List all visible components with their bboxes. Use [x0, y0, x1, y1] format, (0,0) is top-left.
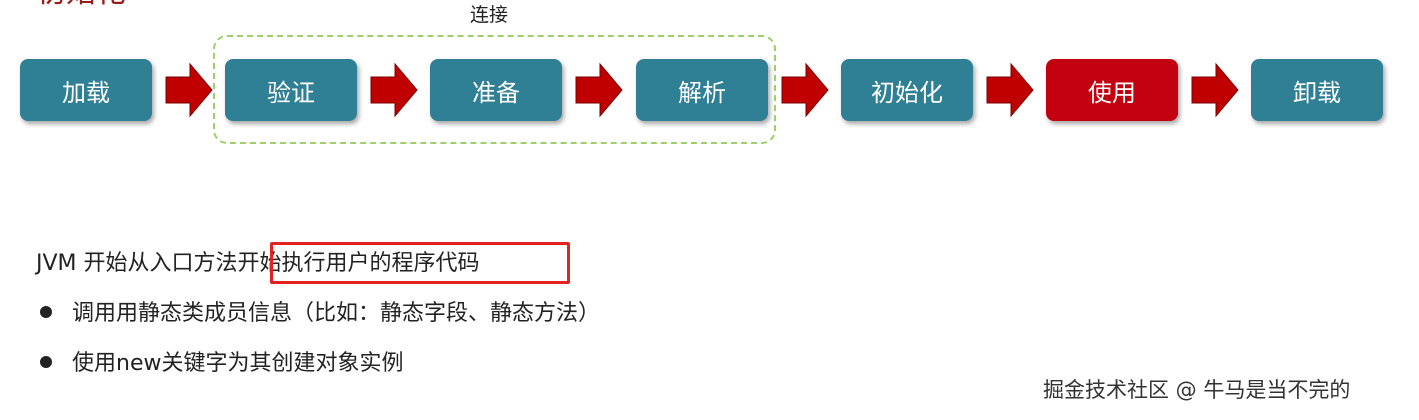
page-title: 初始化 [36, 0, 126, 8]
watermark: 掘金技术社区 @ 牛马是当不完的 [1043, 378, 1351, 402]
arrow-right-icon [1191, 62, 1239, 118]
stage-resolve: 解析 [636, 59, 768, 121]
highlight-box [270, 242, 570, 284]
arrow-right-icon [781, 62, 829, 118]
list-item: 使用new关键字为其创建对象实例 [40, 348, 403, 380]
stage-prepare: 准备 [430, 59, 562, 121]
connect-group-label: 连接 [470, 4, 509, 26]
bullet-icon [40, 356, 52, 368]
connect-group-box [213, 35, 776, 144]
arrow-right-icon [986, 62, 1034, 118]
stage-use: 使用 [1046, 59, 1178, 121]
stage-verify: 验证 [225, 59, 357, 121]
arrow-right-icon [165, 62, 213, 118]
arrow-right-icon [575, 62, 623, 118]
statement-highlighted: 开始执行用户的程序代码 [237, 251, 480, 276]
arrow-right-icon [370, 62, 418, 118]
statement: JVM 开始从入口方法开始执行用户的程序代码 [36, 248, 480, 280]
bullet-icon [40, 306, 52, 318]
stage-load: 加载 [20, 59, 152, 121]
list-item: 调用用静态类成员信息（比如：静态字段、静态方法） [40, 298, 600, 330]
stage-unload: 卸载 [1251, 59, 1383, 121]
statement-prefix: JVM 开始从入口方法 [36, 251, 238, 276]
bullet-text: 调用用静态类成员信息（比如：静态字段、静态方法） [72, 301, 601, 326]
stage-initialize: 初始化 [841, 59, 973, 121]
bullet-text: 使用new关键字为其创建对象实例 [72, 351, 404, 376]
